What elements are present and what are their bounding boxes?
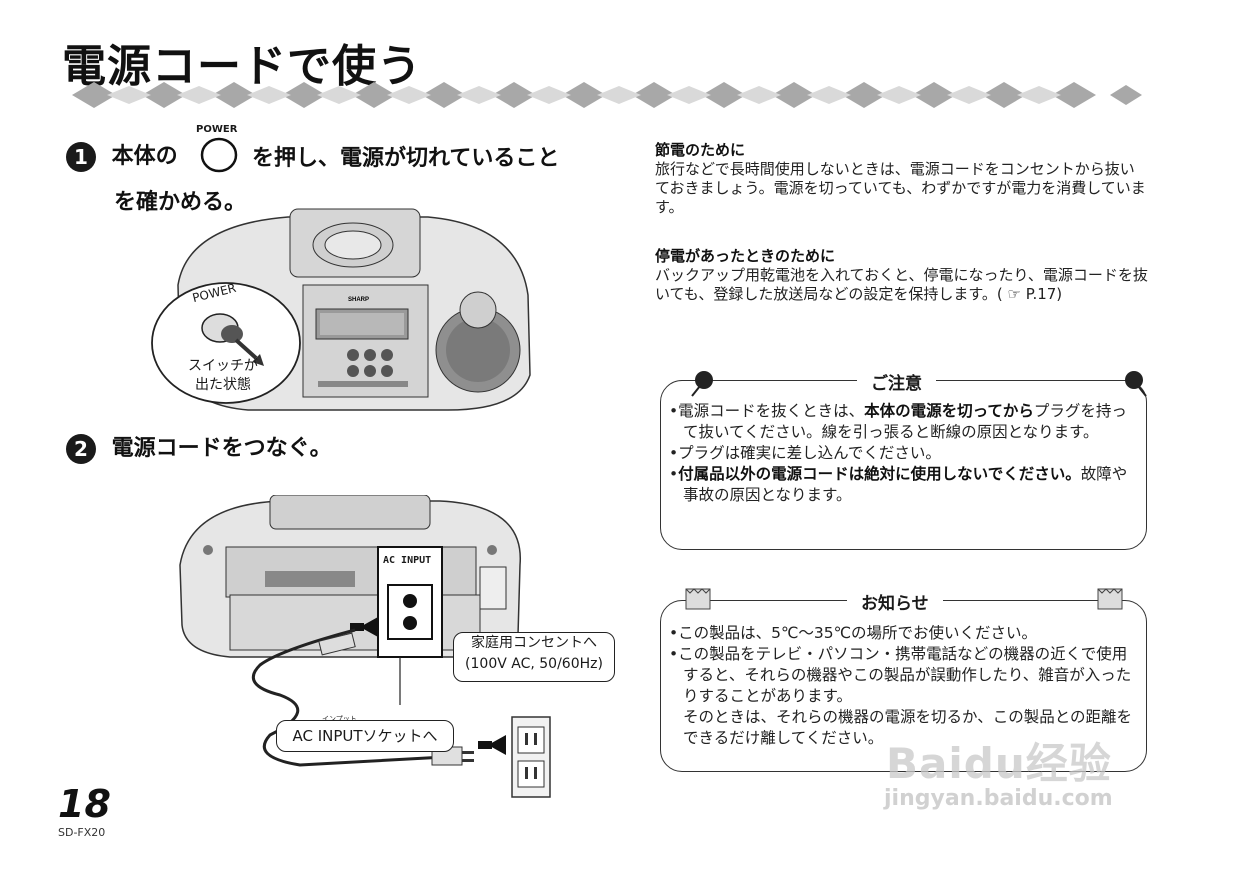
page-number: 18 [58,782,111,826]
reference-hand-icon: ☞ [1007,285,1021,303]
ac-input-label: AC INPUT [383,555,432,566]
caution-box: ご注意 •電源コードを抜くときは、本体の電源を切ってからプラグを持って抜いてくだ… [660,369,1147,550]
blackout-body-text: バックアップ用乾電池を入れておくと、停電になったり、電源コードを抜いても、登録し… [655,266,1148,303]
power-switch-callout [151,282,301,404]
notice-title: お知らせ [847,589,943,614]
caution-item3-bold: 付属品以外の電源コードは絶対に使用しないでください。 [678,465,1081,483]
outlet-line1: 家庭用コンセントへ [471,635,597,651]
tape-icon-left [685,588,711,610]
save-power-heading: 節電のために [655,141,746,159]
step2-text: 電源コードをつなぐ。 [111,436,332,461]
notice-box: お知らせ •この製品は、5℃～35℃の場所でお使いください。 •この製品をテレビ… [660,589,1147,772]
brand-label: SHARP [348,297,369,303]
caution-item1-b: プラグを持って抜いてください。線を引っ張ると断線の原因となります。 [683,402,1127,441]
caution-item1-bold: 本体の電源を切ってから [864,402,1034,420]
blackout-heading: 停電があったときのために [655,247,836,265]
step1-text-b: を押し、電源が切れていること [252,146,560,171]
watermark-url: jingyan.baidu.com [884,786,1113,811]
save-power-body: 旅行などで長時間使用しないときは、電源コードをコンセントから抜いておきましょう。… [655,160,1146,216]
caution-item-1: •電源コードを抜くときは、本体の電源を切ってからプラグを持って抜いてください。線… [669,402,1127,441]
step1-text-a: 本体の [111,144,178,169]
watermark-logo: Baidu经验 [886,739,1112,788]
blackout-ref: P.17) [1025,285,1063,303]
tape-icon-right [1097,588,1123,610]
boombox-back-illustration [179,495,551,798]
notice-item2-b: そのときは、それらの機器の電源を切るか、この製品との距離をできるだけ離してくださ… [683,708,1133,747]
callout-line2: 出た状態 [195,377,251,393]
step1-instruction: 1 本体の [66,138,178,172]
step1-text-c: を確かめる。 [114,190,247,215]
notice-item2-text: この製品をテレビ・パソコン・携帯電話などの機器の近くで使用すると、それらの機器や… [678,645,1132,705]
pin-icon-right [1125,371,1147,397]
step2-number: 2 [66,434,96,464]
callout-line1: スイッチが [188,358,258,374]
caution-title: ご注意 [857,369,936,394]
notice-item-1: •この製品は、5℃～35℃の場所でお使いください。 [669,624,1038,642]
model-number: SD-FX20 [58,826,106,839]
page-title: 電源コードで使う [62,41,422,92]
callout-caption: スイッチが 出た状態 [178,357,268,395]
caution-item1-a: 電源コードを抜くときは、 [678,402,865,420]
caution-item3-b: 故障や事故の原因となります。 [683,465,1128,504]
notice-item-2: •この製品をテレビ・パソコン・携帯電話などの機器の近くで使用すると、それらの機器… [669,645,1133,747]
power-button-icon [200,137,238,173]
caution-item2-text: プラグは確実に差し込んでください。 [678,444,941,462]
caution-item-3: •付属品以外の電源コードは絶対に使用しないでください。故障や事故の原因となります… [669,465,1128,504]
outlet-line2: (100V AC, 50/60Hz) [465,656,603,672]
blackout-body: バックアップ用乾電池を入れておくと、停電になったり、電源コードを抜いても、登録し… [655,266,1149,304]
pin-icon-left [691,371,713,397]
caution-item-2: •プラグは確実に差し込んでください。 [669,444,941,462]
socket-callout: AC INPUTソケットへ [276,720,454,752]
notice-item1-text: この製品は、5℃～35℃の場所でお使いください。 [678,624,1038,642]
step2-instruction: 2 電源コードをつなぐ。 [66,430,332,464]
socket-ruby: インプット [322,715,357,723]
outlet-callout: 家庭用コンセントへ (100V AC, 50/60Hz) [453,632,615,682]
power-label: POWER [196,124,238,135]
step1-number: 1 [66,142,96,172]
diamond-divider [72,82,1142,108]
